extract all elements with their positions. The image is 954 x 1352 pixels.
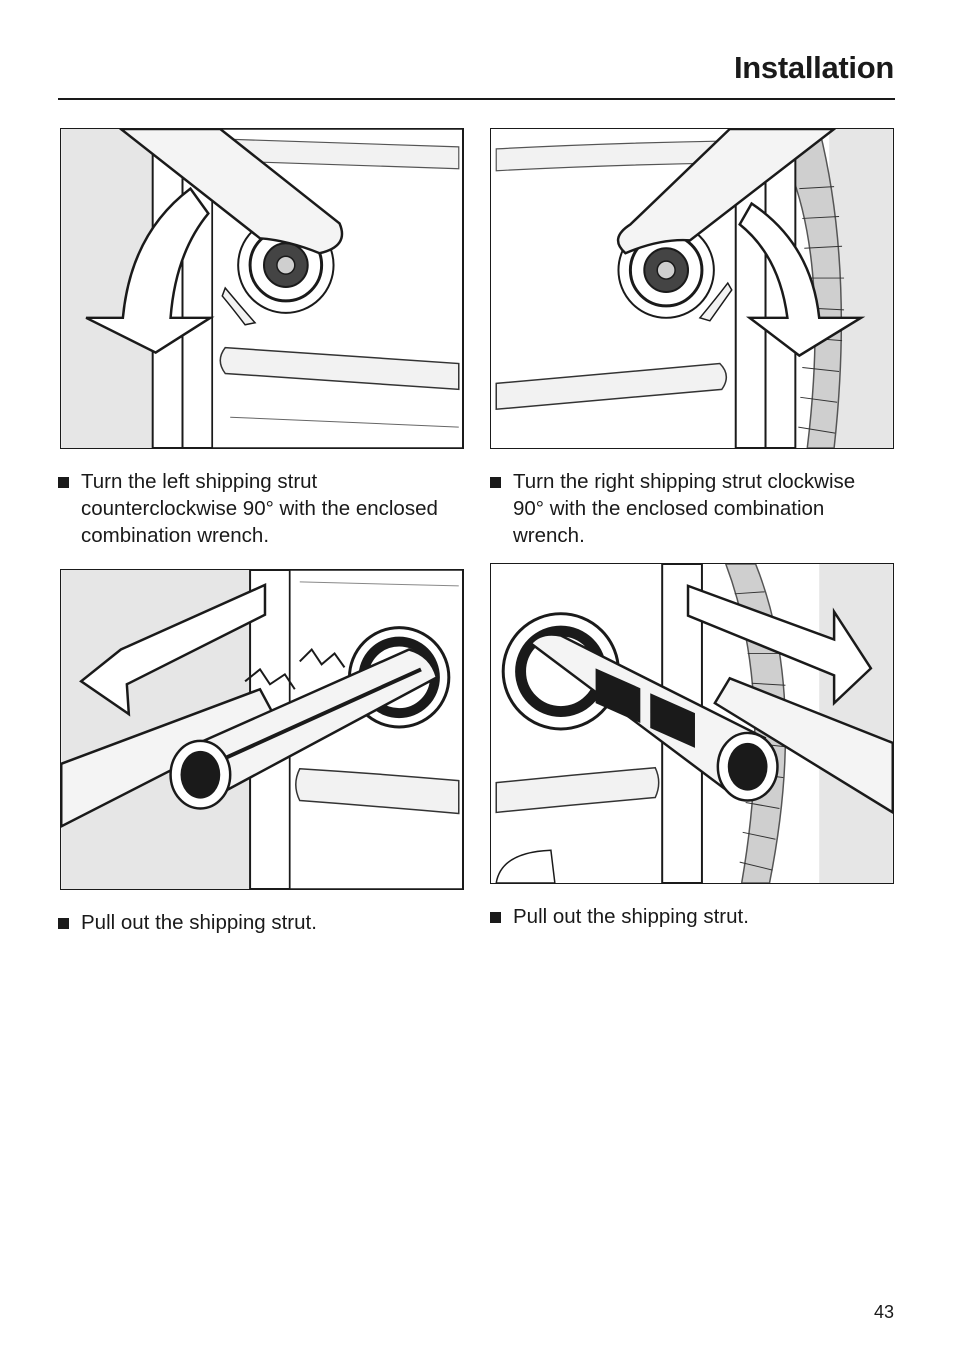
illustration-left-pull (61, 570, 463, 889)
step-4-instruction: Pull out the shipping strut. (490, 903, 890, 930)
figure-right-strut-turn (490, 128, 894, 449)
step-1-text: Turn the left shipping strut countercloc… (81, 470, 438, 547)
step-1-instruction: Turn the left shipping strut countercloc… (58, 468, 458, 549)
illustration-right-turn (491, 129, 893, 448)
page-title: Installation (733, 50, 894, 85)
illustration-right-pull (491, 564, 893, 883)
step-3-text: Pull out the shipping strut. (81, 911, 317, 934)
page-number: 43 (873, 1302, 894, 1322)
figure-right-strut-pull (490, 563, 894, 884)
figure-left-strut-pull (60, 569, 464, 890)
title-divider (58, 98, 895, 100)
illustration-left-turn (61, 129, 463, 448)
step-2-instruction: Turn the right shipping strut clockwise … (490, 468, 890, 549)
figure-left-strut-turn (60, 128, 464, 449)
bullet-square (58, 477, 69, 488)
bullet-square (490, 912, 501, 923)
step-2-text: Turn the right shipping strut clockwise … (513, 470, 856, 547)
step-4-text: Pull out the shipping strut. (513, 905, 749, 928)
bullet-square (58, 918, 69, 929)
bullet-square (490, 477, 501, 488)
step-3-instruction: Pull out the shipping strut. (58, 909, 458, 936)
